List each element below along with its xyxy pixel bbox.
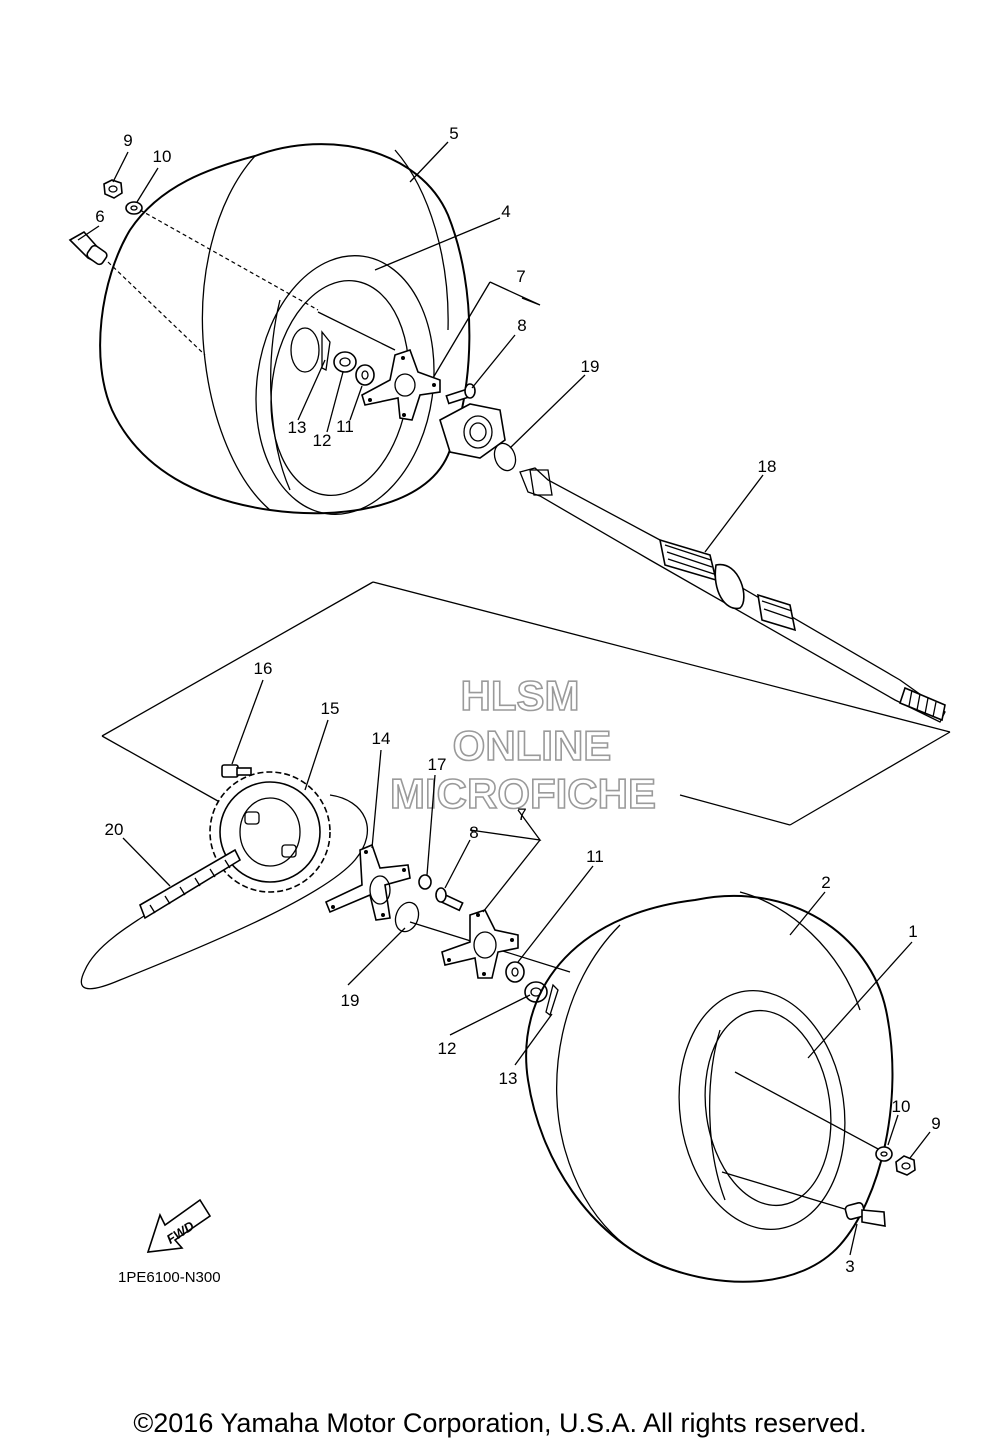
callout-12: 12 xyxy=(438,1039,457,1058)
lower-stud-bolt-8 xyxy=(435,887,464,912)
copyright-notice: ©2016 Yamaha Motor Corporation, U.S.A. A… xyxy=(133,1408,867,1438)
callout-19: 19 xyxy=(341,991,360,1010)
assembly-line xyxy=(734,1071,881,1151)
assembly-plane xyxy=(101,581,374,737)
assembly-plane xyxy=(789,731,951,826)
upper-cotter-pin-13 xyxy=(321,330,331,371)
callout-10: 10 xyxy=(153,147,172,166)
svg-text:ONLINE: ONLINE xyxy=(453,722,612,769)
upper-valve-6 xyxy=(68,230,108,266)
callout-20: 20 xyxy=(105,820,124,839)
lower-wheel-tire xyxy=(525,891,894,1283)
lower-hub-7 xyxy=(441,909,519,979)
lower-washer-10 xyxy=(875,1146,893,1162)
upper-washer-10 xyxy=(125,201,143,215)
callout-17: 17 xyxy=(428,755,447,774)
upper-wheel-tire xyxy=(99,143,471,515)
lower-nut-17 xyxy=(418,874,432,890)
lower-hub-14 xyxy=(324,843,411,921)
assembly-line xyxy=(721,1171,849,1211)
callout-8: 8 xyxy=(517,316,526,335)
callout-4: 4 xyxy=(501,202,510,221)
lower-nut-9 xyxy=(895,1155,916,1176)
lower-cotter-pin-13 xyxy=(545,983,559,1017)
sprocket-bolt-16 xyxy=(221,764,252,778)
callout-3: 3 xyxy=(845,1257,854,1276)
callout-2: 2 xyxy=(821,873,830,892)
callout-9: 9 xyxy=(931,1114,940,1133)
assembly-line xyxy=(107,261,206,356)
svg-text:HLSM: HLSM xyxy=(461,672,580,719)
upper-hub-7 xyxy=(361,348,441,421)
callout-leaders xyxy=(77,141,931,1256)
drive-chain-20 xyxy=(80,794,369,990)
upper-nut-9 xyxy=(103,179,123,199)
assembly-line xyxy=(139,209,319,311)
assembly-plane xyxy=(372,581,951,733)
callout-15: 15 xyxy=(321,699,340,718)
callout-16: 16 xyxy=(254,659,273,678)
callout-1: 1 xyxy=(908,922,917,941)
callout-7: 7 xyxy=(516,267,525,286)
callout-14: 14 xyxy=(372,729,391,748)
sprocket-15 xyxy=(209,771,331,893)
callout-19: 19 xyxy=(581,357,600,376)
callout-5: 5 xyxy=(449,124,458,143)
upper-castle-nut-12 xyxy=(333,351,357,373)
callout-11: 11 xyxy=(336,417,354,436)
callout-8: 8 xyxy=(469,823,478,842)
upper-stud-bolt-8 xyxy=(445,383,476,405)
callout-12: 12 xyxy=(313,431,332,450)
watermark: HLSM ONLINE MICROFICHE xyxy=(389,671,657,818)
fwd-arrow-icon: FWD xyxy=(146,1198,212,1253)
callout-9: 9 xyxy=(123,131,132,150)
callout-6: 6 xyxy=(95,207,104,226)
diagram-code: 1PE6100-N300 xyxy=(118,1269,221,1286)
callouts: 9 10 6 5 4 7 8 19 13 12 11 18 16 15 14 1… xyxy=(95,124,940,1276)
callout-11: 11 xyxy=(586,847,604,866)
upper-washer-11 xyxy=(355,364,375,386)
lower-valve-3 xyxy=(844,1202,886,1227)
callout-13: 13 xyxy=(499,1069,518,1088)
axle-18 xyxy=(519,467,946,723)
callout-7: 7 xyxy=(517,805,526,824)
assembly-line xyxy=(317,311,396,351)
assembly-plane xyxy=(101,735,226,806)
upper-hub-carrier xyxy=(439,403,506,459)
lower-washer-11 xyxy=(505,961,525,983)
callout-10: 10 xyxy=(892,1097,911,1116)
upper-o-ring-19 xyxy=(493,442,517,472)
callout-13: 13 xyxy=(288,418,307,437)
callout-18: 18 xyxy=(758,457,777,476)
assembly-plane xyxy=(679,794,791,826)
lower-o-ring-19 xyxy=(394,901,420,933)
